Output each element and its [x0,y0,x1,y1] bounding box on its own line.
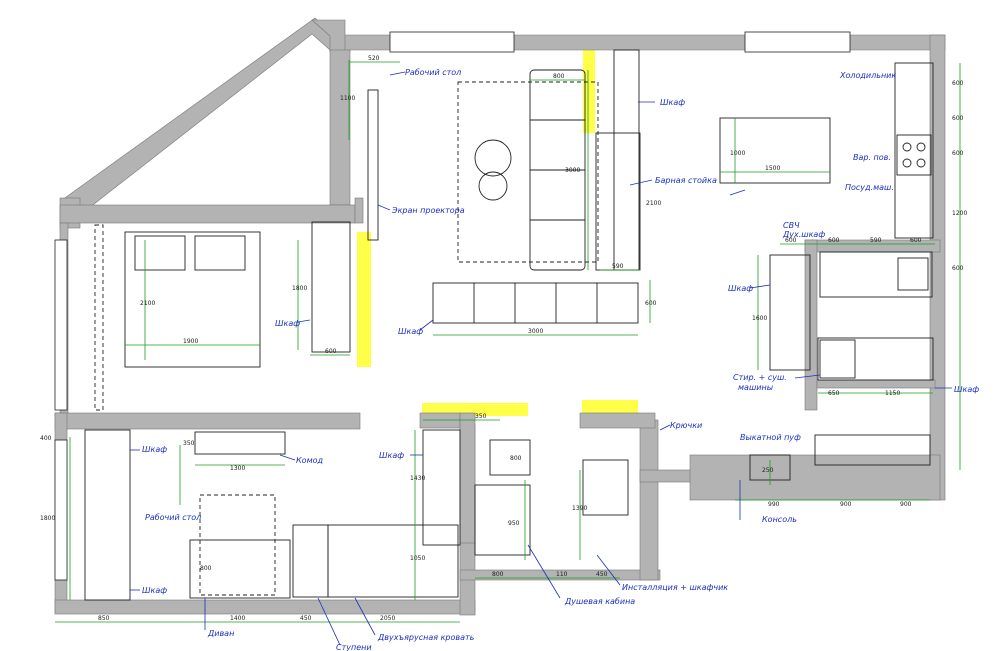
dim-600i: 600 [325,348,337,355]
walls [54,17,946,616]
label-dishwasher: Посуд.маш. [845,183,894,192]
room-labels: Рабочий стол Холодильник Шкаф Вар. пов. … [142,68,979,651]
dim-2100: 2100 [646,200,661,207]
dim-350a: 350 [475,413,487,420]
highlight-4 [582,400,638,414]
dim-1000: 1000 [730,150,745,157]
dim-3000a: 3000 [565,167,580,174]
dim-1390: 1390 [572,505,587,512]
dim-1400: 1400 [230,615,245,622]
dim-2050: 2050 [380,615,395,622]
dim-600a: 600 [645,300,657,307]
dim-800b: 800 [200,565,212,572]
dim-950: 950 [508,520,520,527]
dim-850: 850 [98,615,110,622]
label-wardrobe-kitchen: Шкаф [728,284,753,293]
label-steps: Ступени [336,643,372,651]
label-projector: Экран проектора [391,206,465,215]
label-sofa: Диван [207,629,234,638]
label-fridge: Холодильник [839,71,896,80]
dim-600d: 600 [952,150,964,157]
label-hooks: Крючки [670,421,702,430]
dim-1600: 1600 [752,315,767,322]
kids-furniture [84,429,629,601]
dim-1500: 1500 [765,165,780,172]
label-microwave: СВЧ [783,221,800,230]
label-washer-2: машины [738,383,773,392]
dim-600h: 600 [910,237,922,244]
label-pouf: Выкатной пуф [740,433,801,442]
dim-450b: 450 [300,615,312,622]
dim-990: 990 [768,501,780,508]
label-dresser: Комод [296,456,324,465]
dim-1200: 1200 [952,210,967,217]
label-bunk: Двухъярусная кровать [377,633,475,642]
label-installation: Инсталляция + шкафчик [622,583,728,592]
leader-lines [130,71,952,646]
dim-400: 400 [40,435,52,442]
dim-350b: 350 [183,440,195,447]
dim-900c: 900 [900,501,912,508]
label-shower: Душевая кабина [564,597,635,606]
label-desk-kids: Рабочий стол [145,513,201,522]
windows [54,31,851,581]
dim-600b: 600 [952,80,964,87]
dim-800d: 800 [510,455,522,462]
dim-450: 450 [596,571,608,578]
label-oven: Дух.шкаф [782,230,825,239]
label-cooktop: Вар. пов. [853,153,891,162]
dimension-values: 520 1100 800 3000 2100 590 600 3000 1000… [40,55,967,622]
label-bar: Барная стойка [655,176,717,185]
dim-250: 250 [762,467,774,474]
bedroom-furniture [94,221,351,411]
dim-1430: 1430 [410,475,425,482]
dim-1050: 1050 [410,555,425,562]
label-wardrobe-kids1: Шкаф [142,445,167,454]
dim-1150: 1150 [885,390,900,397]
label-wardrobe-hall: Шкаф [379,451,404,460]
dim-600g: 600 [828,237,840,244]
dimension-lines [55,60,961,623]
dim-600f: 600 [785,237,797,244]
dim-600c: 600 [952,115,964,122]
dim-110: 110 [556,571,568,578]
label-wardrobe-laundry: Шкаф [954,385,979,394]
dim-3000b: 3000 [528,328,543,335]
dim-900b: 900 [840,501,852,508]
dim-1800: 1800 [292,285,307,292]
label-wardrobe-bed: Шкаф [275,319,300,328]
dim-590a: 590 [612,263,624,270]
label-wardrobe-kids2: Шкаф [142,586,167,595]
label-wardrobe-bottom: Шкаф [398,327,423,336]
dim-1300: 1300 [230,465,245,472]
label-washer: Стир. + суш. [733,373,787,382]
dim-1100: 1100 [340,95,355,102]
dim-520: 520 [368,55,380,62]
label-desk-top: Рабочий стол [405,68,461,77]
dim-800a: 800 [553,73,565,80]
dim-800c: 800 [492,571,504,578]
dim-2100b: 2100 [140,300,155,307]
label-console: Консоль [762,515,797,524]
highlight-1 [583,45,595,133]
highlight-2 [357,232,371,367]
dim-650a: 650 [828,390,840,397]
label-wardrobe-living: Шкаф [660,98,685,107]
dim-590b: 590 [870,237,882,244]
living-furniture [367,49,934,481]
dim-600e: 600 [952,265,964,272]
dim-1800b: 1800 [40,515,55,522]
dim-1900: 1900 [183,338,198,345]
